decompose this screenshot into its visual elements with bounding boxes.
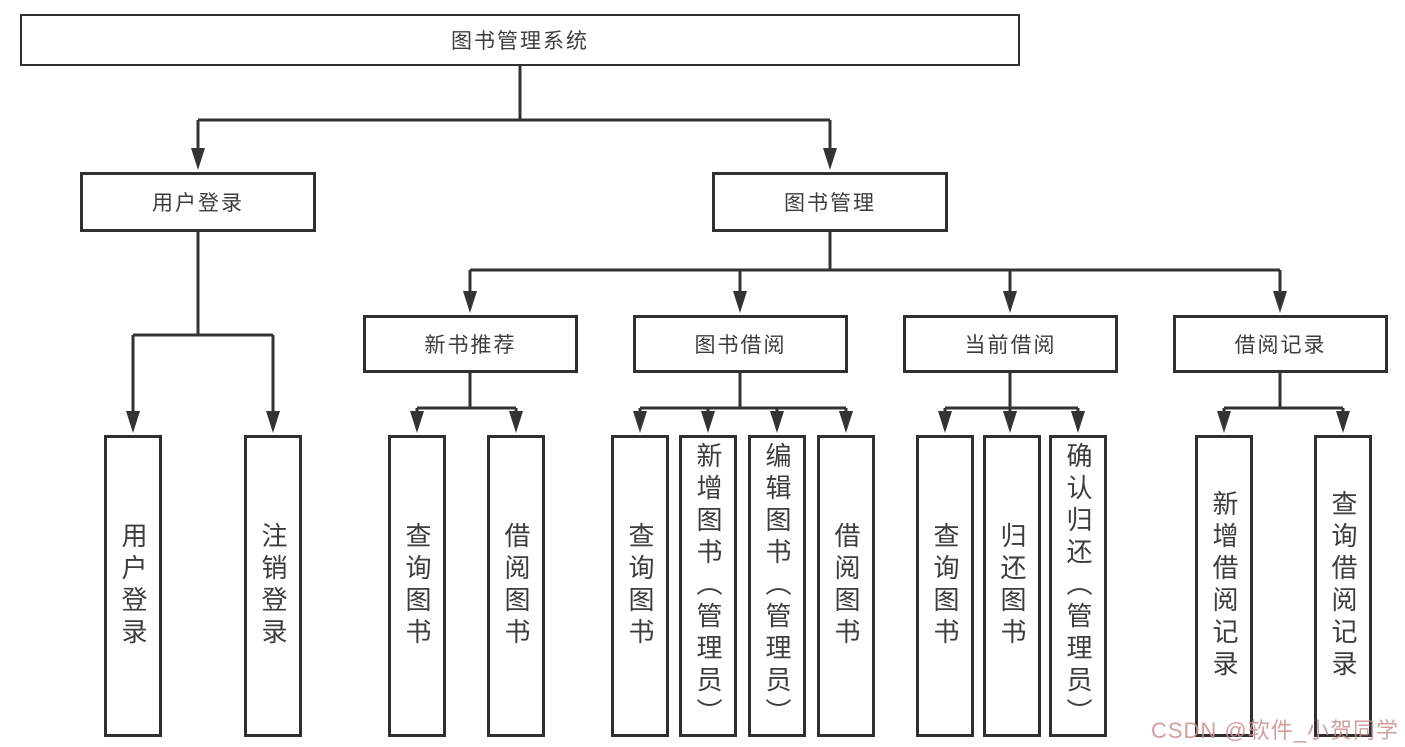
leaf-add-borrow-record: 新增借阅记录	[1195, 435, 1253, 737]
leaf-return-book: 归还图书	[983, 435, 1041, 737]
node-current-borrow: 当前借阅	[903, 315, 1118, 373]
node-borrow-record: 借阅记录	[1173, 315, 1388, 373]
node-book-management: 图书管理	[712, 172, 948, 232]
leaf-query-borrow-record: 查询借阅记录	[1314, 435, 1372, 737]
leaf-query-book-borrow: 查询图书	[611, 435, 669, 737]
node-user-login: 用户登录	[80, 172, 316, 232]
node-book-borrow: 图书借阅	[633, 315, 848, 373]
node-library-system: 图书管理系统	[20, 14, 1020, 66]
leaf-query-book-current: 查询图书	[916, 435, 974, 737]
leaf-logout-login: 注销登录	[244, 435, 302, 737]
leaf-user-login: 用户登录	[104, 435, 162, 737]
leaf-add-book-admin: 新增图书（管理员）	[679, 435, 737, 737]
leaf-borrow-book: 借阅图书	[817, 435, 875, 737]
leaf-confirm-return-admin: 确认归还（管理员）	[1049, 435, 1107, 737]
leaf-edit-book-admin: 编辑图书（管理员）	[748, 435, 806, 737]
node-new-book-recommend: 新书推荐	[363, 315, 578, 373]
leaf-borrow-book-recommend: 借阅图书	[487, 435, 545, 737]
csdn-watermark: CSDN @软件_小贺同学	[1150, 718, 1399, 743]
leaf-query-book-recommend: 查询图书	[388, 435, 446, 737]
